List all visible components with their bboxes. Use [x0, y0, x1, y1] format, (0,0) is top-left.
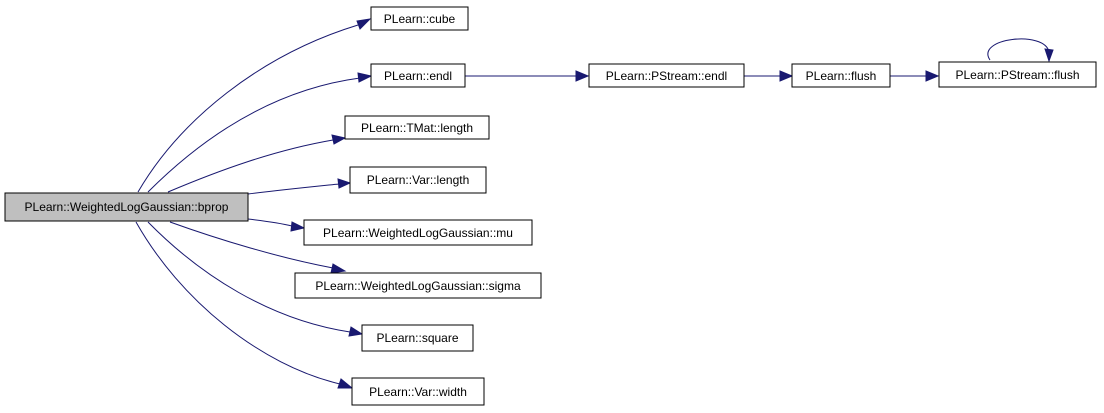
arrowhead-square — [348, 326, 364, 337]
node-label-var-length: PLearn::Var::length — [367, 173, 470, 187]
node-box-mu — [303, 219, 533, 246]
node-box-bprop — [4, 192, 249, 222]
node-pstream-endl[interactable]: PLearn::PStream::endl — [588, 63, 745, 88]
node-endl[interactable]: PLearn::endl — [370, 63, 466, 88]
node-mu[interactable]: PLearn::WeightedLogGaussian::mu — [303, 219, 533, 246]
node-box-cube — [370, 6, 469, 31]
node-label-pstream-flush: PLearn::PStream::flush — [955, 68, 1079, 82]
node-box-var-width — [351, 377, 485, 406]
node-var-width[interactable]: PLearn::Var::width — [351, 377, 485, 406]
edge-bprop-tmat-length — [167, 139, 334, 193]
edge-pstream-flush-self — [987, 38, 1050, 61]
node-box-flush — [791, 63, 891, 88]
node-box-square — [361, 324, 474, 352]
arrowhead-pstream-flush-self — [1044, 48, 1054, 63]
node-square[interactable]: PLearn::square — [361, 324, 474, 352]
arrowhead-endl — [357, 72, 373, 83]
edge-bprop-sigma — [169, 221, 334, 269]
node-label-sigma: PLearn::WeightedLogGaussian::sigma — [315, 279, 521, 293]
edge-bprop-cube — [137, 24, 359, 193]
node-label-mu: PLearn::WeightedLogGaussian::mu — [323, 226, 513, 240]
node-label-pstream-endl: PLearn::PStream::endl — [606, 69, 727, 83]
node-pstream-flush[interactable]: PLearn::PStream::flush — [938, 61, 1097, 88]
arrowhead-var-width — [337, 378, 354, 389]
node-label-var-width: PLearn::Var::width — [369, 385, 467, 399]
arrowhead-pstream-flush — [925, 70, 940, 82]
edges — [135, 18, 1054, 389]
arrowhead-flush — [779, 70, 794, 82]
node-var-length[interactable]: PLearn::Var::length — [349, 166, 487, 194]
node-bprop[interactable]: PLearn::WeightedLogGaussian::bprop — [4, 192, 249, 222]
node-label-square: PLearn::square — [376, 331, 458, 345]
edge-bprop-mu — [247, 218, 293, 227]
arrowhead-tmat-length — [331, 134, 347, 145]
node-box-pstream-flush — [938, 61, 1097, 88]
node-tmat-length[interactable]: PLearn::TMat::length — [344, 115, 490, 140]
node-label-flush: PLearn::flush — [806, 69, 877, 83]
node-label-cube: PLearn::cube — [384, 12, 456, 26]
arrowhead-mu — [290, 221, 306, 232]
edge-bprop-var-width — [135, 221, 341, 385]
node-label-endl: PLearn::endl — [384, 69, 452, 83]
node-box-tmat-length — [344, 115, 490, 140]
arrowhead-var-length — [337, 178, 352, 189]
node-box-endl — [370, 63, 466, 88]
node-cube[interactable]: PLearn::cube — [370, 6, 469, 31]
edge-bprop-var-length — [247, 183, 340, 195]
edge-bprop-square — [147, 221, 351, 333]
node-sigma[interactable]: PLearn::WeightedLogGaussian::sigma — [294, 272, 542, 299]
arrowhead-pstream-endl — [575, 70, 590, 82]
node-flush[interactable]: PLearn::flush — [791, 63, 891, 88]
edge-bprop-endl — [147, 77, 361, 193]
arrowhead-sigma — [330, 263, 347, 274]
node-label-bprop: PLearn::WeightedLogGaussian::bprop — [25, 200, 229, 214]
node-box-var-length — [349, 166, 487, 194]
node-box-pstream-endl — [588, 63, 745, 88]
node-label-tmat-length: PLearn::TMat::length — [361, 121, 473, 135]
node-box-sigma — [294, 272, 542, 299]
arrowhead-cube — [356, 18, 372, 30]
